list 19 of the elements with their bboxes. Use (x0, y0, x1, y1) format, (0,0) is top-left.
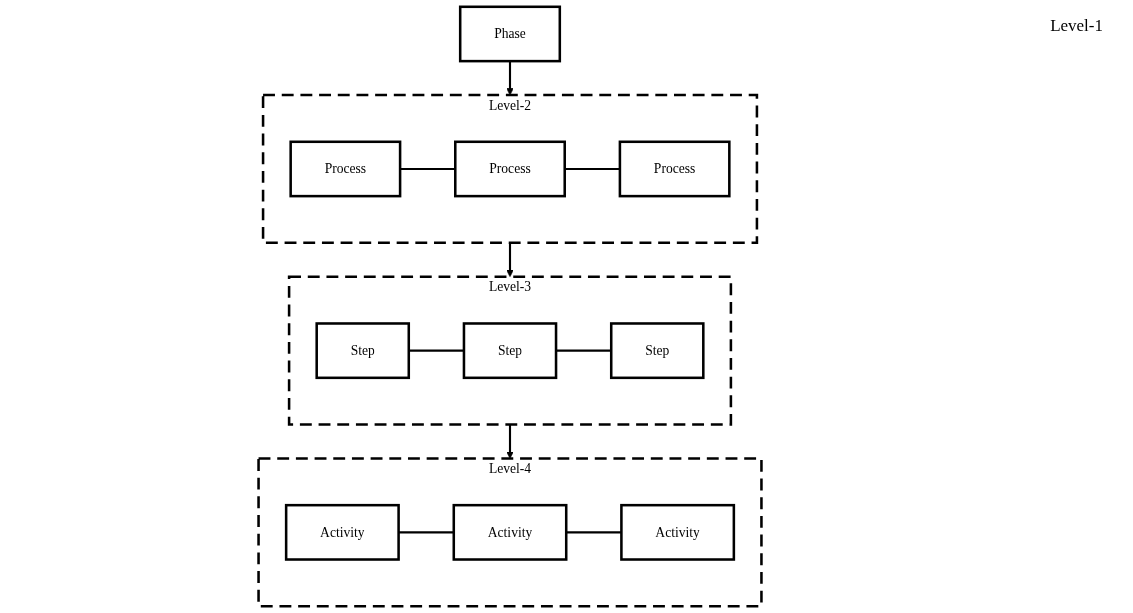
node-box: Process (289, 140, 402, 198)
connector (564, 167, 620, 170)
node-box: Activity (284, 503, 400, 561)
arrow (506, 424, 514, 459)
node-box: Phase (458, 5, 562, 63)
node-box: Activity (452, 503, 568, 561)
node-box: Process (454, 140, 566, 198)
connector (556, 349, 612, 352)
node-box: Activity (620, 503, 736, 561)
node-box: Step (462, 322, 558, 380)
node-box: Step (315, 322, 411, 380)
node-box: Step (609, 322, 705, 380)
level-label: Level-1 (1050, 16, 1103, 36)
node-box: Process (618, 140, 731, 198)
connector (400, 167, 456, 170)
connector (408, 349, 464, 352)
connector (566, 531, 622, 534)
connector (398, 531, 454, 534)
arrow (506, 61, 514, 96)
